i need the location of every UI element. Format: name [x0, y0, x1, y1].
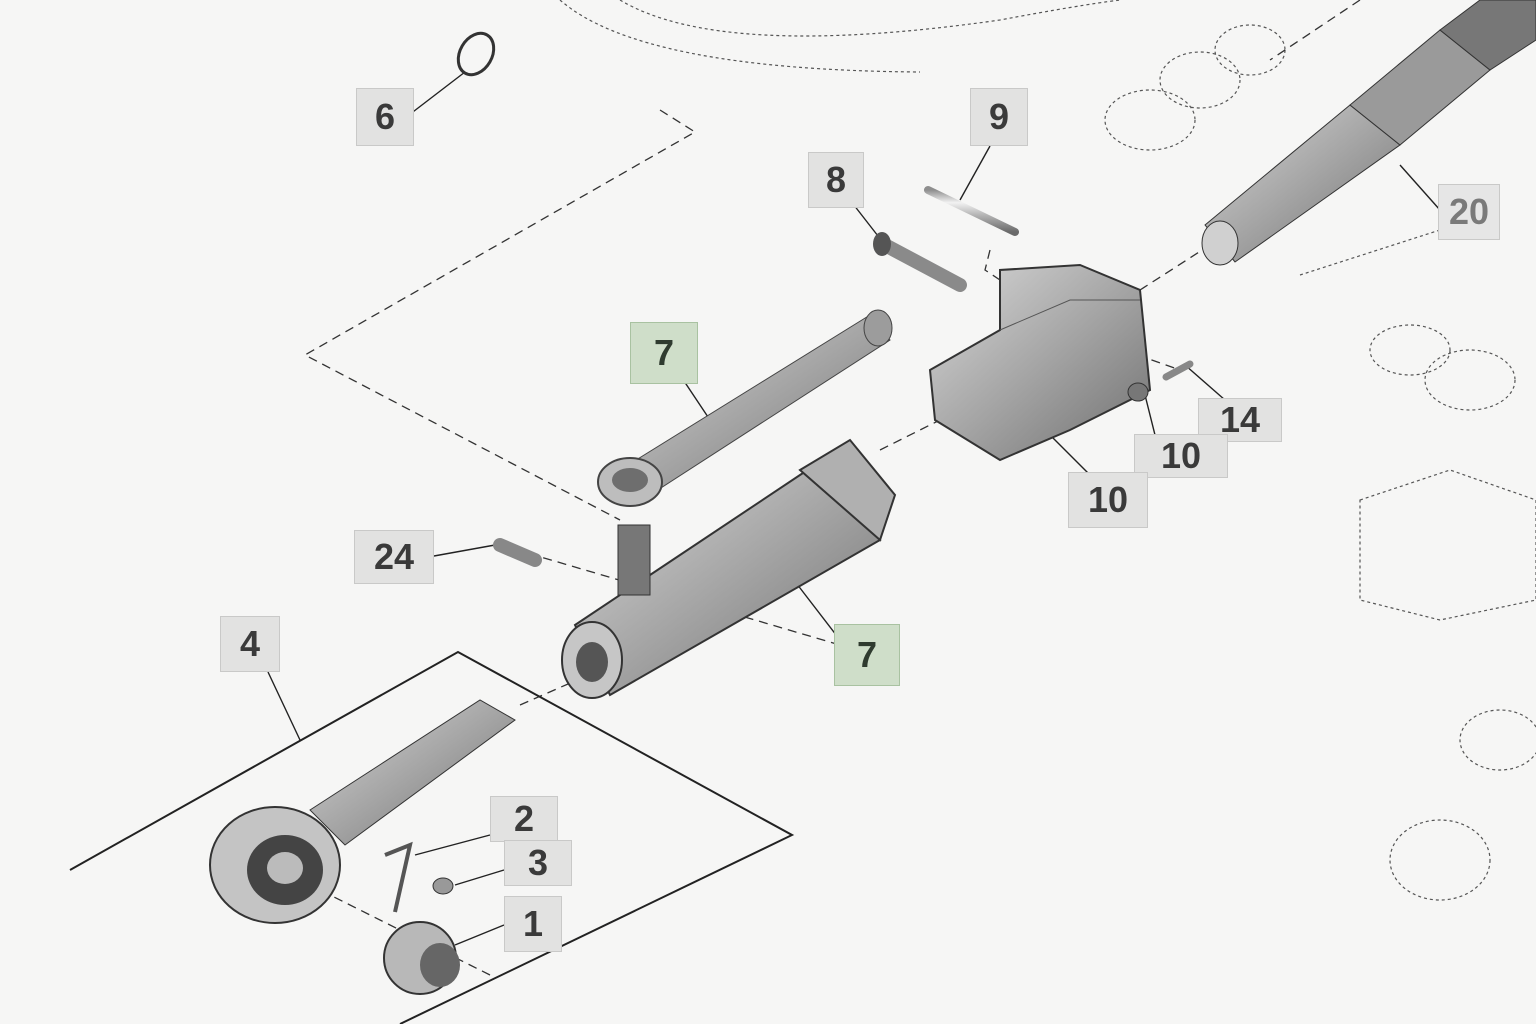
- callout-10-bracket: 10: [1068, 472, 1148, 528]
- callout-1: 1: [504, 896, 562, 952]
- callout-6: 6: [356, 88, 414, 146]
- cylinder-body-part: [561, 438, 897, 699]
- callout-8: 8: [808, 152, 864, 208]
- snap-ring-part: [456, 31, 496, 77]
- callout-3: 3: [504, 840, 572, 886]
- callout-7-handle: 7: [630, 322, 698, 384]
- threaded-rod-part: [1201, 0, 1536, 266]
- ratchet-part: [209, 699, 516, 924]
- pawl-part: [384, 841, 413, 913]
- callout-4: 4: [220, 616, 280, 672]
- bracket-part: [928, 263, 1152, 462]
- small-pin-part: [1162, 360, 1194, 381]
- assembly-4-box: [69, 650, 795, 1024]
- bearing-cap-part: [383, 921, 460, 995]
- pin-part: [924, 186, 1019, 236]
- callout-9: 9: [970, 88, 1028, 146]
- handle-part: [597, 309, 893, 507]
- screw-part: [432, 877, 454, 895]
- nut-part: [1127, 382, 1149, 402]
- callout-10-nut: 10: [1134, 434, 1228, 478]
- callout-7-cylinder: 7: [834, 624, 900, 686]
- background-sketch: [559, 0, 1536, 901]
- callout-24: 24: [354, 530, 434, 584]
- callout-2: 2: [490, 796, 558, 842]
- bolt-part: [873, 232, 967, 292]
- valve-fitting-part: [493, 538, 542, 567]
- callout-20: 20: [1438, 184, 1500, 240]
